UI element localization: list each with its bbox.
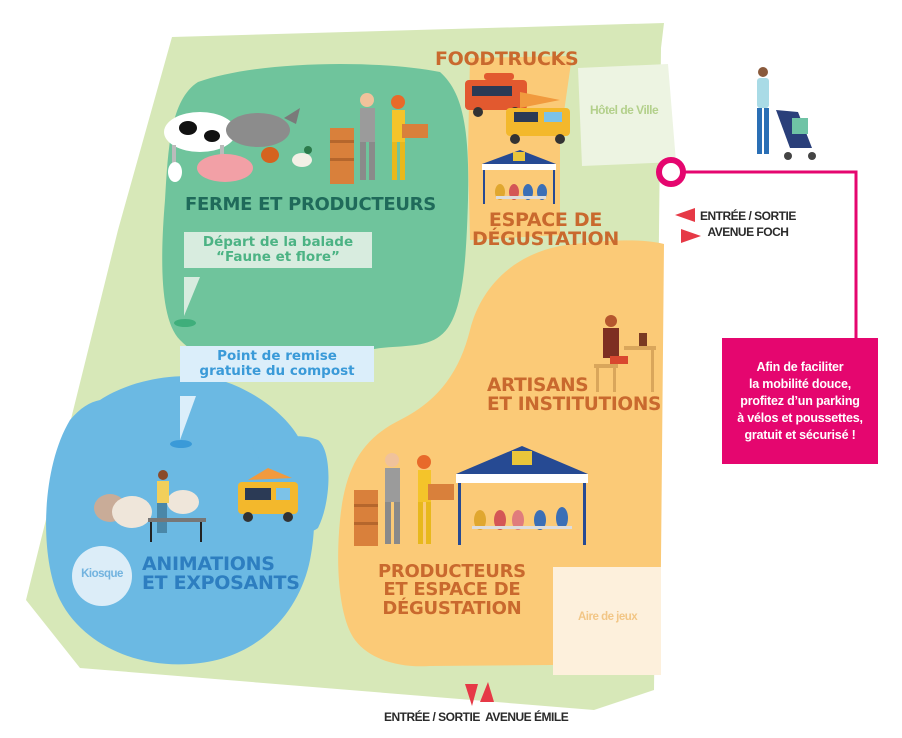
kiosk-circle xyxy=(72,546,132,606)
farm-zone-title: FERME ET PRODUCTEURS xyxy=(185,194,436,215)
food-trucks-illustration xyxy=(465,73,570,144)
producers-tent-illustration xyxy=(354,446,588,546)
playground-area xyxy=(553,567,661,675)
artisan-potter-illustration xyxy=(594,315,656,392)
tasting-title-line1: ESPACE DE xyxy=(488,209,603,231)
info-line4: à vélos et poussettes, xyxy=(737,410,863,425)
town-hall-area xyxy=(578,64,676,166)
walk-callout-tail xyxy=(184,277,200,316)
artisans-producers-zone xyxy=(338,240,664,667)
compost-callout[interactable]: Point de remise gratuite du compost xyxy=(180,346,374,382)
info-line5: gratuit et sécurisé ! xyxy=(744,427,856,442)
town-hall-label: Hôtel de Ville xyxy=(590,103,659,117)
farm-animals-illustration xyxy=(164,108,312,182)
parking-connector-line xyxy=(682,170,858,338)
emile-exit-arrow-out xyxy=(480,682,494,702)
info-line1: Afin de faciliter xyxy=(756,359,844,374)
tasting-zone-title: ESPACE DE DÉGUSTATION xyxy=(472,209,619,251)
walk-start-marker xyxy=(174,319,196,327)
compost-callout-line1: Point de remise xyxy=(217,348,337,364)
foch-label-line1: ENTRÉE / SORTIE xyxy=(700,209,796,223)
producers-title-line3: DÉGUSTATION xyxy=(382,597,522,619)
producers-title-line2: ET ESPACE DE xyxy=(383,579,521,601)
walk-callout-line1: Départ de la balade xyxy=(202,234,354,250)
info-line3: profitez d’un parking xyxy=(740,393,860,408)
artisans-title-line2: ET INSTITUTIONS xyxy=(487,393,662,415)
animations-title-line2: ET EXPOSANTS xyxy=(142,572,300,595)
farm-zone xyxy=(162,63,469,372)
foch-entrance-arrow-in xyxy=(675,208,695,222)
emile-entrance-arrow-in xyxy=(465,684,478,706)
tasting-title-line2: DÉGUSTATION xyxy=(472,228,619,251)
animations-title-line1: ANIMATIONS xyxy=(142,553,275,575)
farmers-illustration xyxy=(330,93,428,184)
emile-entrance-label: ENTRÉE / SORTIE AVENUE ÉMILE xyxy=(384,710,569,724)
compost-point-marker xyxy=(170,440,192,448)
parking-location-marker[interactable] xyxy=(656,157,686,187)
info-line2: la mobilité douce, xyxy=(749,376,851,391)
foodtrucks-title: FOODTRUCKS xyxy=(435,48,579,70)
foch-entrance-label: ENTRÉE / SORTIE AVENUE FOCH xyxy=(700,209,796,240)
walk-start-callout[interactable]: Départ de la balade “Faune et flore” xyxy=(184,232,372,268)
sheep-shearing-illustration xyxy=(94,470,206,542)
tasting-tent-illustration xyxy=(482,150,556,204)
parent-with-stroller-illustration xyxy=(757,67,816,160)
compost-callout-tail xyxy=(180,396,196,440)
artisans-zone-title: ARTISANS ET INSTITUTIONS xyxy=(487,375,662,415)
foch-label-line2: AVENUE FOCH xyxy=(707,224,789,239)
pizza-food-truck-illustration xyxy=(238,468,298,522)
producers-title-line1: PRODUCTEURS xyxy=(378,561,526,582)
artisans-title-line1: ARTISANS xyxy=(487,375,589,396)
kiosk-label: Kiosque xyxy=(81,568,123,580)
producers-tasting-zone-title: PRODUCTEURS ET ESPACE DE DÉGUSTATION xyxy=(378,561,526,619)
walk-callout-line2: “Faune et flore” xyxy=(216,248,340,265)
foch-exit-arrow-out xyxy=(681,229,701,243)
animations-zone-title: ANIMATIONS ET EXPOSANTS xyxy=(142,553,300,595)
playground-label: Aire de jeux xyxy=(578,611,638,623)
soft-mobility-parking-info: Afin de faciliter la mobilité douce, pro… xyxy=(722,338,878,464)
compost-callout-line2: gratuite du compost xyxy=(199,362,355,379)
